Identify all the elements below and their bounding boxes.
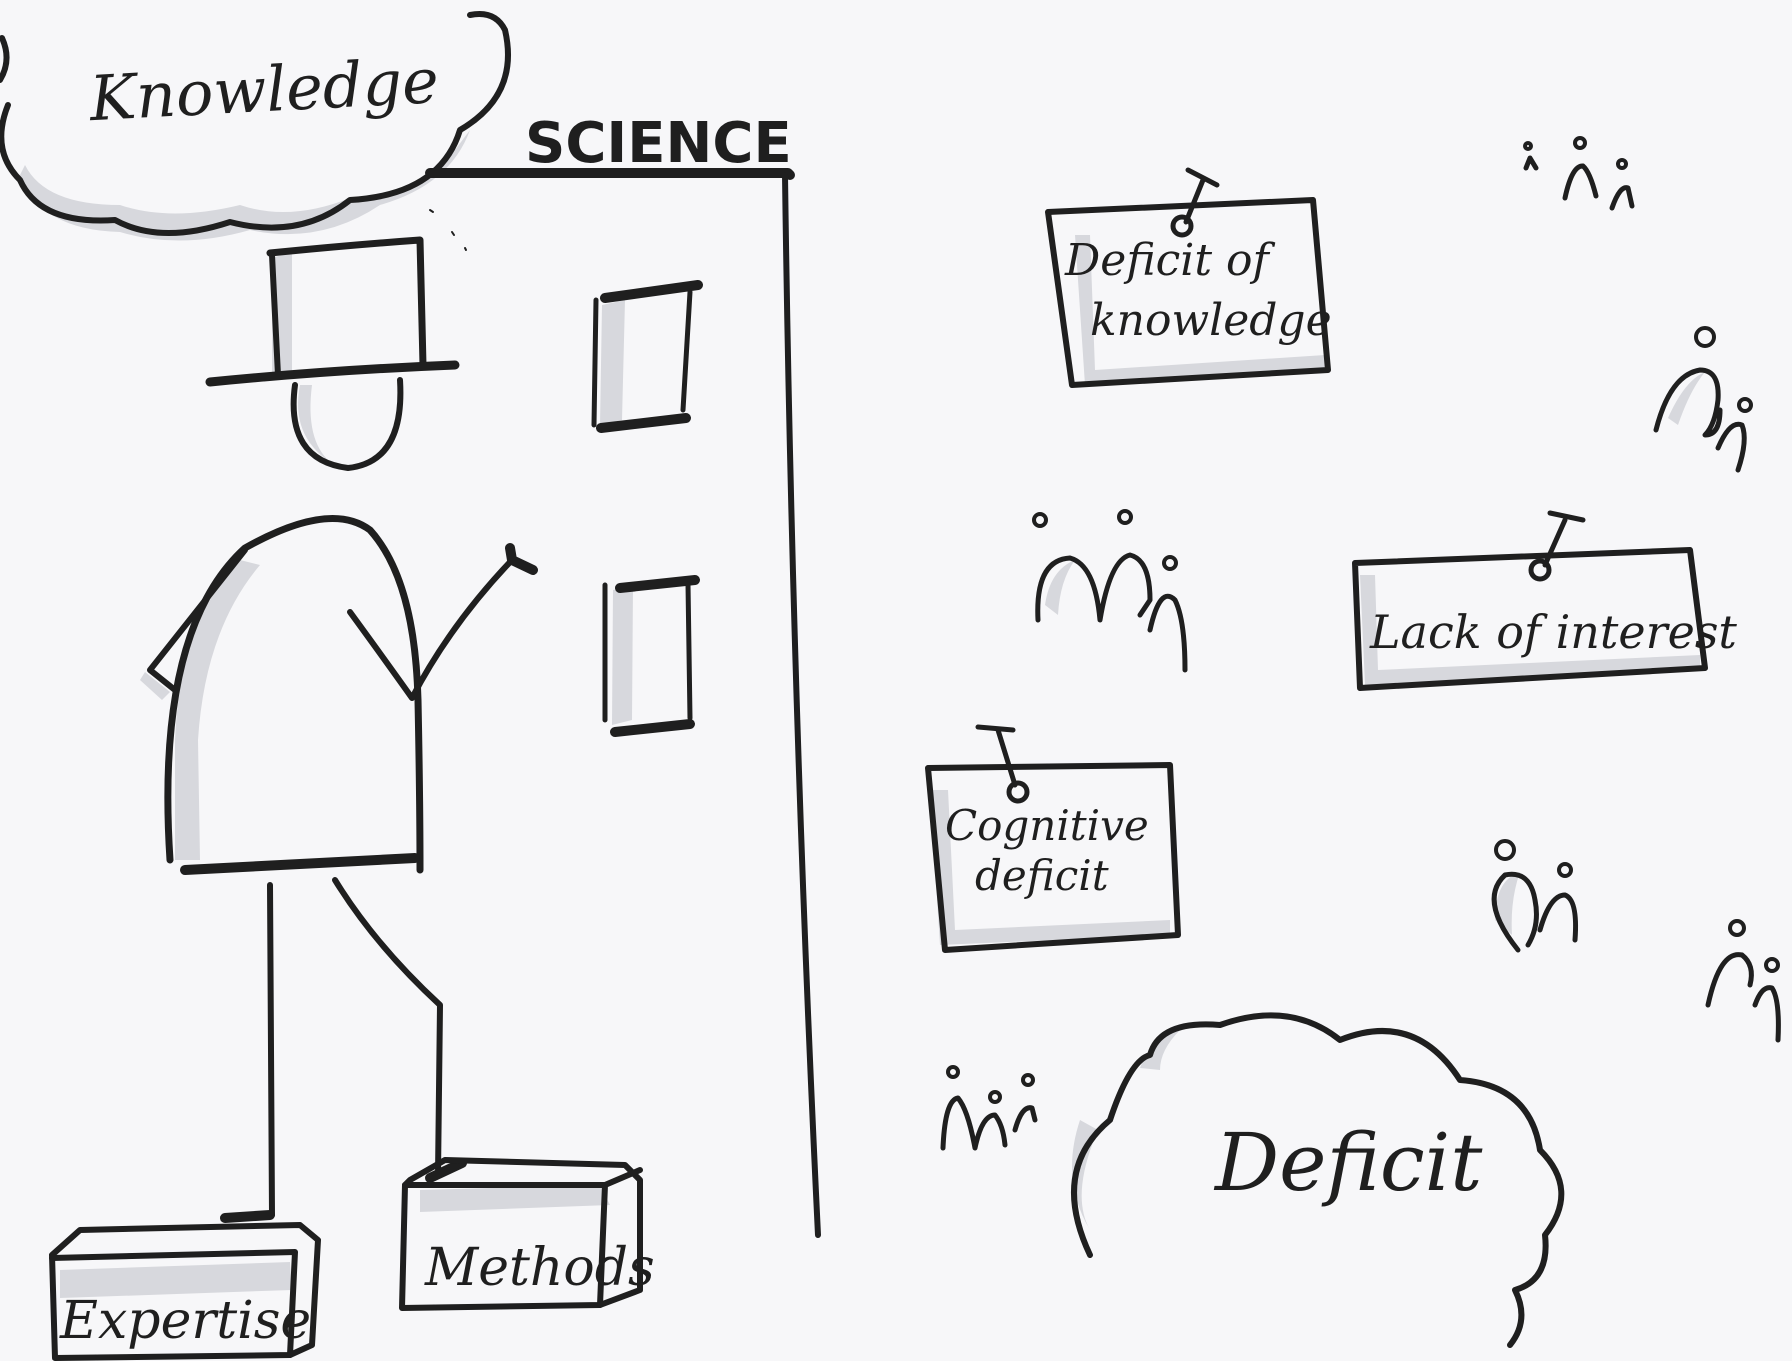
lack-of-interest-label: Lack of interest (1369, 605, 1737, 659)
methods-label: Methods (424, 1238, 655, 1298)
deficit-of-knowledge-line1: Deficit of (1064, 235, 1276, 286)
sign-cognitive-deficit: Cognitive deficit (925, 724, 1181, 953)
scientist-figure (140, 236, 538, 1223)
stray-marks (429, 209, 467, 251)
person-far-right (1705, 919, 1781, 1043)
person-group-middle (1032, 509, 1188, 673)
knowledge-cloud: Knowledge (0, 11, 511, 241)
cognitive-deficit-line1: Cognitive (945, 801, 1149, 850)
deficit-of-knowledge-line2: knowledge (1090, 295, 1332, 346)
expertise-block: Expertise (49, 1222, 321, 1361)
science-building: SCIENCE (425, 111, 821, 1238)
people-group-top-right (1523, 136, 1635, 211)
methods-block: Methods (399, 1157, 655, 1311)
science-label: SCIENCE (525, 111, 792, 176)
person-pair-lower-right (1491, 839, 1578, 953)
deficit-cloud-label: Deficit (1213, 1116, 1483, 1209)
person-pair-right (1653, 326, 1753, 473)
knowledge-label: Knowledge (87, 44, 441, 135)
sign-deficit-of-knowledge: Deficit of knowledge (1045, 167, 1332, 388)
cognitive-deficit-line2: deficit (975, 851, 1109, 900)
sign-lack-of-interest: Lack of interest (1352, 510, 1737, 691)
people-group-lower-left (940, 1065, 1038, 1151)
deficit-cloud: Deficit (1071, 1012, 1565, 1348)
expertise-label: Expertise (59, 1291, 311, 1351)
